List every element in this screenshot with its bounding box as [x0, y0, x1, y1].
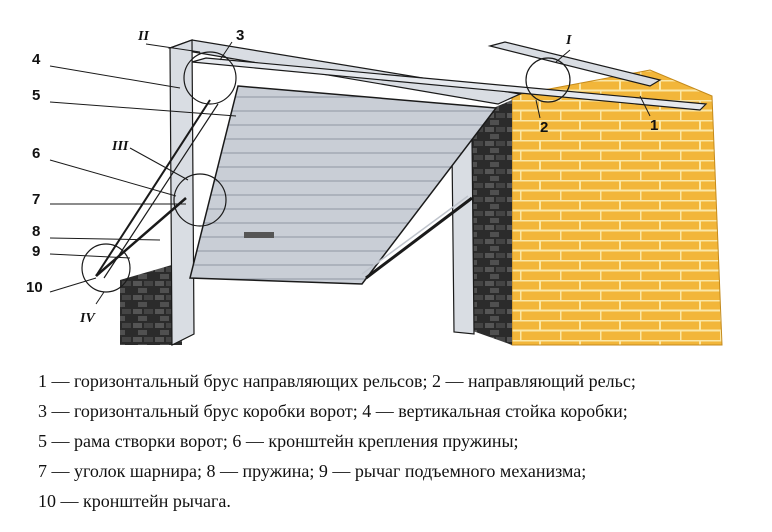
callout-10: 10 [26, 279, 43, 296]
gate-handle [244, 232, 274, 238]
detail-circles [81, 51, 571, 293]
dark-side-wall [120, 100, 512, 345]
detail-mark-i: I [565, 33, 572, 48]
legend-line: 7 — уголок шарнира; 8 — пружина; 9 — рыч… [38, 461, 587, 481]
spring-lever-right [361, 195, 473, 280]
callout-3: 3 [236, 27, 244, 44]
gate-diagram: 4 5 6 7 8 9 10 3 2 1 II III IV I [26, 27, 723, 346]
callout-9: 9 [32, 243, 40, 260]
legend-caption: 1 — горизонтальный брус направляющих рел… [38, 366, 758, 516]
callout-6: 6 [32, 145, 40, 162]
detail-mark-iv: IV [79, 311, 96, 326]
callout-7: 7 [32, 191, 40, 208]
callout-1: 1 [650, 117, 658, 134]
callout-5: 5 [32, 87, 40, 104]
callout-8: 8 [32, 223, 40, 240]
legend-line: 1 — горизонтальный брус направляющих рел… [38, 371, 636, 391]
callout-2: 2 [540, 119, 548, 136]
legend-line: 3 — горизонтальный брус коробки ворот; 4… [38, 401, 628, 421]
frame-vertical-post-left [169, 39, 195, 346]
gate-leaf [189, 85, 498, 285]
guide-rail-beam [191, 41, 708, 111]
detail-mark-iii: III [111, 139, 129, 154]
callout-4: 4 [32, 51, 41, 68]
legend-line: 5 — рама створки ворот; 6 — кронштейн кр… [38, 431, 519, 451]
spring-lever-left [95, 99, 219, 279]
frame-vertical-post-right [451, 139, 475, 335]
detail-mark-ii: II [137, 29, 149, 44]
leader-lines [49, 41, 651, 305]
legend-line: 10 — кронштейн рычага. [38, 491, 231, 511]
brick-wall [511, 69, 723, 346]
